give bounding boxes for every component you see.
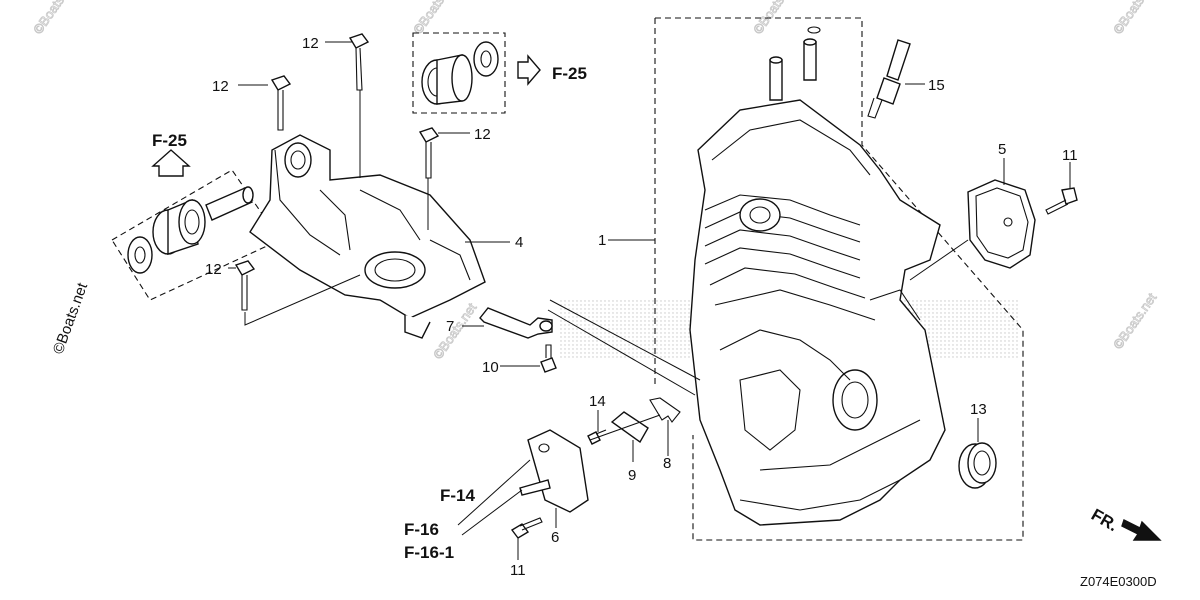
leader-lines [228,41,1071,560]
bolt-12-mid [418,127,440,179]
callout-12: 12 [205,261,222,278]
front-arrow-icon [1121,519,1162,541]
ref-label-f16-1: F-16-1 [404,543,454,562]
bolt-11-bottom [510,517,543,539]
callout-14: 14 [589,393,606,410]
bolt-12-bottom [234,260,256,311]
watermark-text: ©Boats.net [30,0,80,37]
spark-plug [867,39,911,119]
callout-12: 12 [212,78,229,95]
left-bearing-kit [111,169,281,301]
watermark-text: ©Boats.net [1110,0,1160,37]
watermark-text-dark: ©Boats.net [50,280,92,357]
valve-lifters [769,26,821,101]
bolt-11-right [1045,187,1078,215]
watermark-text: ©Boats.net [1110,290,1160,352]
callout-6: 6 [551,529,559,546]
callout-5: 5 [998,141,1006,158]
callout-13: 13 [970,401,987,418]
ref-label-f25-right: F-25 [552,64,587,83]
callout-12: 12 [474,126,491,143]
screw-14 [587,429,607,445]
watermark-text: ©Boats.net [430,300,480,362]
ref-label-f14: F-14 [440,486,476,505]
bearing-kit [412,32,541,114]
callout-12: 12 [302,35,319,52]
bolt-12-left [270,75,292,131]
cylinder-cover [249,134,486,339]
callout-11: 11 [1062,147,1078,164]
oil-seal [958,442,997,489]
callout-7: 7 [446,318,454,335]
callout-8: 8 [663,455,671,472]
callout-1: 1 [598,232,606,249]
callout-10: 10 [482,359,499,376]
callout-15: 15 [928,77,945,94]
front-indicator: FR. [1088,505,1121,535]
side-cover [519,429,589,513]
watermark-text: ©Boats.net [410,0,460,37]
crankcase [654,17,1024,541]
ref-label-f16: F-16 [404,520,439,539]
ref-label-f25-left: F-25 [152,131,187,150]
callout-11: 11 [510,562,526,579]
plate-9 [610,411,649,444]
callout-9: 9 [628,467,636,484]
arrow-right-icon [517,54,541,86]
gasket [967,179,1036,269]
breather-tube [479,307,553,339]
clip-8 [649,397,681,423]
callout-4: 4 [515,234,523,251]
bolt-10 [540,344,557,373]
arrow-up-icon [151,149,191,177]
bolt-12-top [348,33,370,91]
diagram-code: Z074E0300D [1080,574,1157,589]
